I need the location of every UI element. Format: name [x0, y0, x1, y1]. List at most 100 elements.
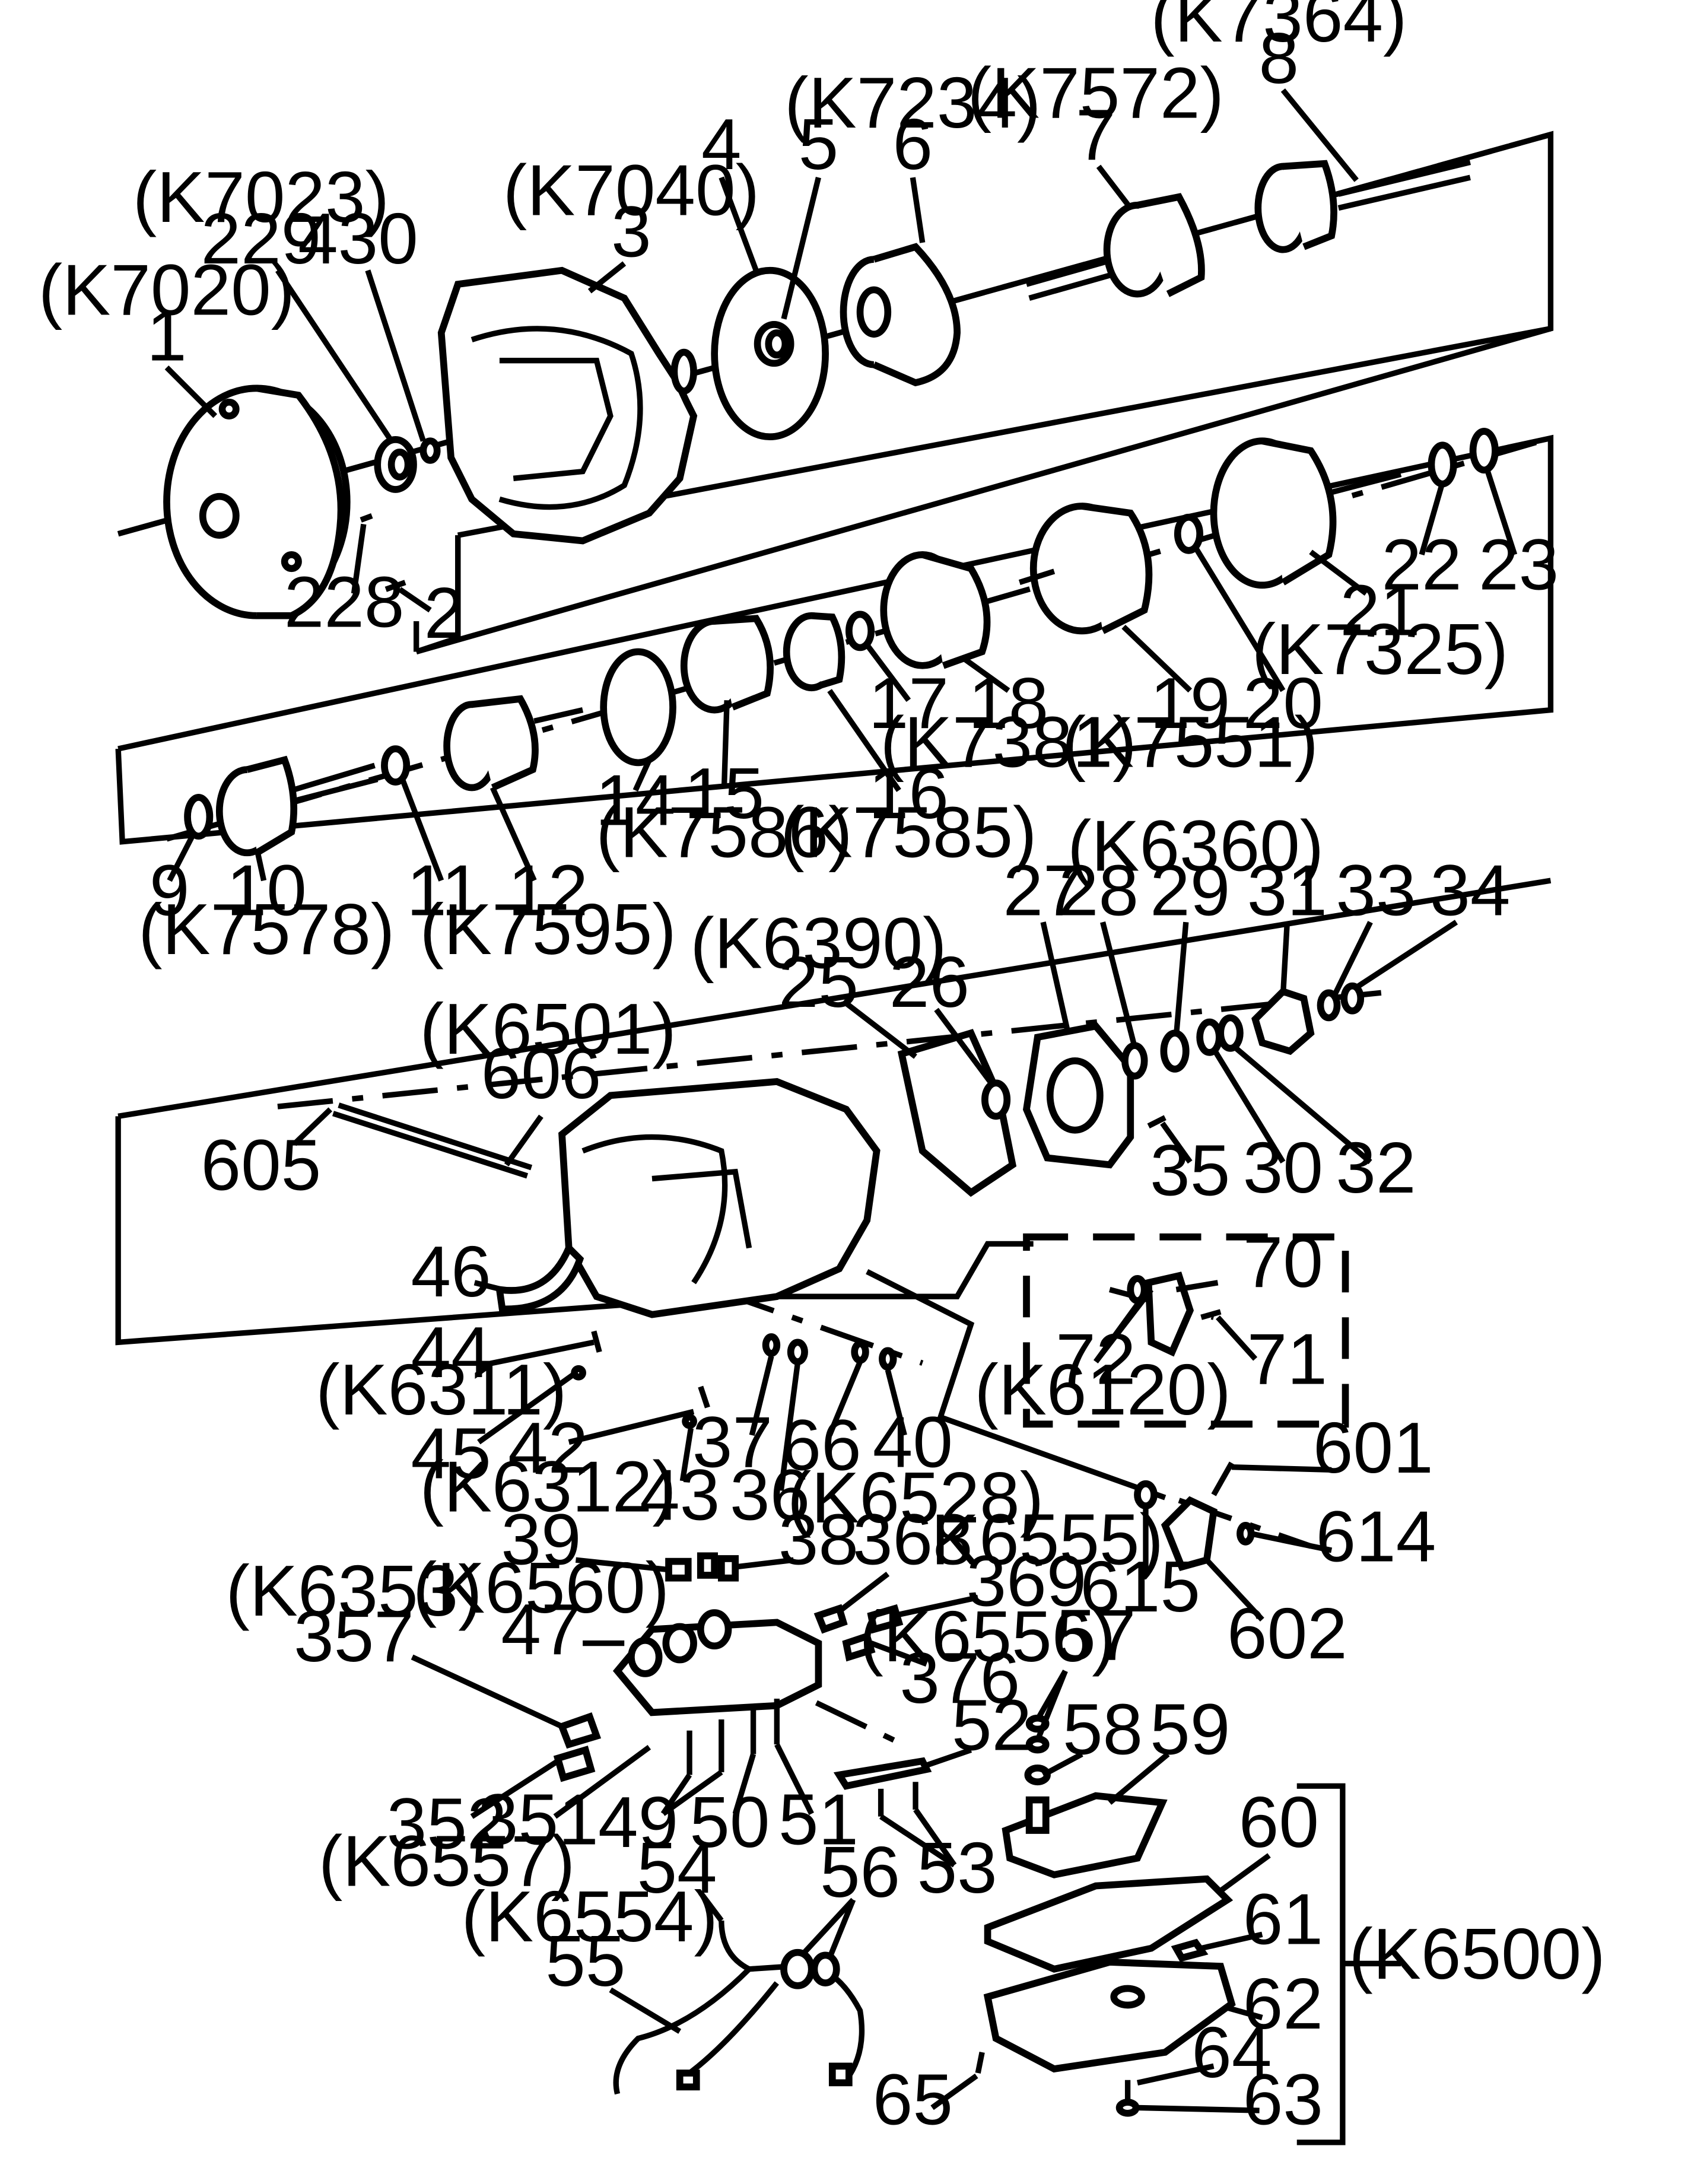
callout-code-352: (K6557)	[319, 1821, 575, 1902]
callout-labels: (K7020) 1 (K7023) 229 430 (K7040) 3 4 5 …	[39, 0, 1606, 2140]
callout-7: 7	[1076, 94, 1116, 175]
callout-code-10: (K7578)	[138, 889, 395, 969]
callout-59: 59	[1150, 1689, 1230, 1769]
callout-352: 352	[387, 1783, 507, 1864]
callout-code-42: (K6312)	[420, 1446, 676, 1527]
callout-3: 3	[611, 191, 651, 272]
callout-228: 228	[284, 561, 405, 642]
callout-30: 30	[1243, 1127, 1323, 1208]
callout-376: 376	[899, 1638, 1020, 1718]
pump-cover-27	[1022, 1022, 1134, 1169]
callout-code-368: (K6528)	[787, 1457, 1044, 1538]
callout-615: 615	[1080, 1546, 1200, 1627]
callout-229: 229	[201, 198, 322, 279]
pan-bracket	[1296, 1783, 1401, 2145]
callout-code-8: (K7364)	[1150, 0, 1407, 57]
seal-229	[374, 436, 417, 493]
callout-430: 430	[298, 198, 418, 279]
solenoids	[553, 1604, 904, 1782]
callout-code-357: (K6353)	[225, 1550, 482, 1631]
callout-27: 27	[1003, 850, 1083, 931]
callout-23: 23	[1479, 524, 1559, 605]
callout-17: 17	[869, 663, 949, 743]
callout-72: 72	[1056, 1318, 1136, 1399]
bellhousing	[437, 266, 698, 545]
callout-19: 19	[1150, 663, 1230, 743]
callout-601: 601	[1313, 1407, 1433, 1488]
callout-61: 61	[1243, 1879, 1323, 1960]
callout-8: 8	[1259, 18, 1299, 98]
callout-6: 6	[893, 104, 933, 185]
callout-60: 60	[1239, 1782, 1319, 1862]
callout-code-1: (K7020)	[39, 250, 295, 330]
group-label-k6500: (K6500)	[1349, 1913, 1605, 1994]
ring-14	[600, 648, 676, 767]
callout-62: 62	[1243, 1963, 1323, 2044]
filter-group	[1002, 1714, 1168, 1878]
shaft-11-12	[290, 695, 584, 805]
callout-56: 56	[820, 1832, 900, 1912]
callout-50: 50	[689, 1782, 770, 1862]
clutch-drum-6	[840, 243, 961, 387]
callout-33: 33	[1336, 850, 1416, 931]
seals-33-34	[1317, 982, 1365, 1022]
callout-42: 42	[508, 1407, 588, 1488]
callout-606: 606	[481, 1033, 602, 1114]
callout-70: 70	[1243, 1222, 1323, 1302]
callout-code-47: (K6560)	[413, 1547, 669, 1628]
rod-606	[332, 1102, 533, 1179]
harness-55	[613, 1920, 865, 2095]
callout-20: 20	[1243, 663, 1323, 743]
callout-65: 65	[873, 2059, 953, 2140]
clutch-18	[880, 551, 991, 669]
callout-32: 32	[1336, 1127, 1416, 1208]
callout-44: 44	[411, 1312, 491, 1393]
shaft-7	[1025, 193, 1205, 301]
callout-code-21: (K7325)	[1252, 609, 1508, 689]
torque-converter	[163, 384, 351, 619]
callout-351: 351	[478, 1779, 599, 1859]
pan-62	[983, 1959, 1236, 2073]
callout-21: 21	[1340, 570, 1420, 650]
callout-25: 25	[778, 942, 859, 1022]
transmission-case	[558, 1078, 881, 1318]
valve-bolts	[686, 1699, 932, 1817]
bolt-65	[975, 2052, 985, 2074]
callout-31: 31	[1247, 850, 1327, 931]
callout-58: 58	[1063, 1689, 1143, 1769]
callout-9: 9	[150, 850, 190, 931]
gear-10	[215, 755, 298, 857]
callout-64: 64	[1191, 2012, 1272, 2093]
leader-lines	[164, 88, 1518, 2113]
seals-28-30-32	[1121, 1014, 1244, 1080]
callout-code-72: (K6120)	[974, 1349, 1231, 1430]
callout-28: 28	[1059, 850, 1139, 931]
callout-37: 37	[692, 1402, 773, 1483]
washer-20	[1174, 513, 1203, 554]
callout-369: 369	[967, 1540, 1087, 1621]
magnet-61	[1171, 1938, 1209, 1962]
callout-63: 63	[1243, 2059, 1323, 2140]
callout-66: 66	[781, 1404, 862, 1485]
callout-code-606: (K6501)	[420, 988, 676, 1069]
sensor-602	[1134, 1461, 1255, 1572]
callout-614: 614	[1316, 1496, 1436, 1577]
callout-46: 46	[411, 1231, 491, 1312]
output-shaft-8	[1254, 159, 1471, 253]
callout-71: 71	[1247, 1318, 1327, 1399]
bolt-228	[360, 513, 373, 523]
bolt-35	[1147, 1115, 1166, 1128]
callout-40: 40	[873, 1402, 953, 1483]
callout-55: 55	[545, 1921, 625, 2001]
callout-36: 36	[730, 1455, 810, 1536]
callout-39: 39	[501, 1499, 581, 1579]
callout-1: 1	[147, 295, 187, 376]
callout-12: 12	[508, 850, 588, 931]
callout-368: 368	[853, 1499, 973, 1579]
gearset-19	[1018, 503, 1153, 635]
seals-22-23	[1428, 428, 1499, 488]
callout-29: 29	[1150, 850, 1230, 931]
bolt-2	[384, 580, 406, 592]
callout-22: 22	[1381, 524, 1461, 605]
